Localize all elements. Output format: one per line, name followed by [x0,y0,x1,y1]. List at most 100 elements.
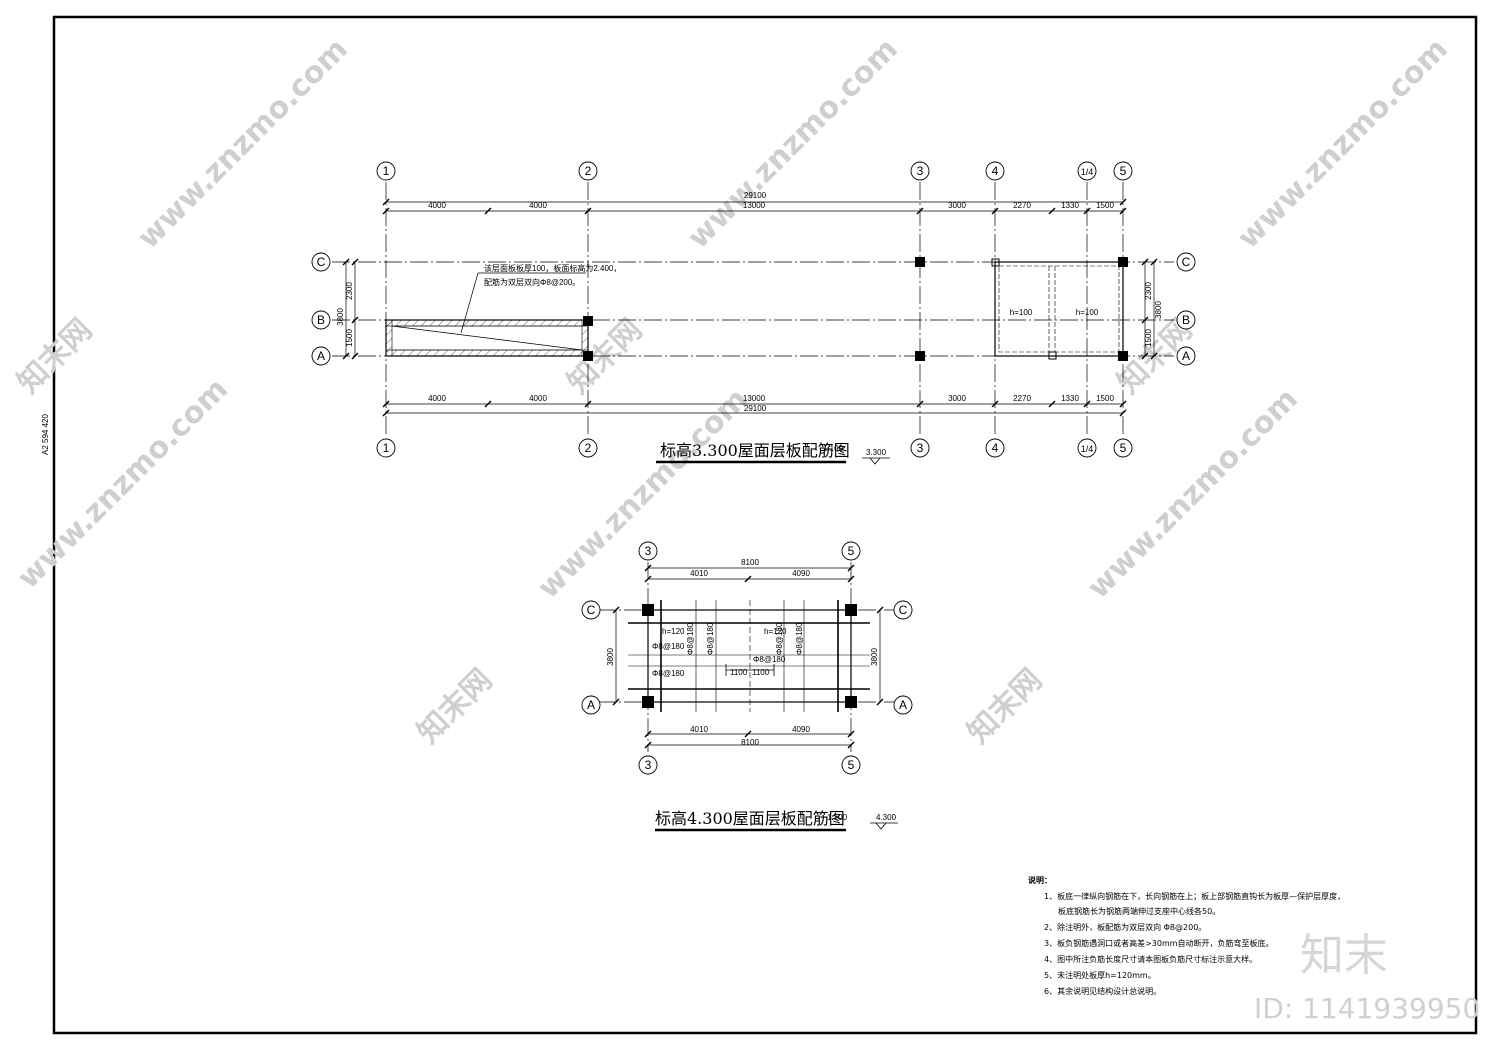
watermark-site: www.znzmo.com [1081,382,1305,606]
plan2-title: 标高4.300屋面层板配筋图 [655,809,845,828]
watermark-site: www.znzmo.com [531,382,755,606]
axis-label-1-4: 1/4 [1081,444,1094,454]
right-slab [991,258,1124,360]
plan1-total-dim-top: 29100 [744,191,767,200]
plan2-elevation: 4.300 [876,813,897,822]
plan1-vdim: 2300 [1144,282,1153,300]
plan1-span-dim: 1330 [1061,394,1079,403]
axis-label-3: 3 [917,164,924,178]
plan1-callout-line2: 配筋为双层双向Φ8@200。 [484,277,580,287]
axis-label-5: 5 [848,544,855,558]
design-notes: 说明： 1、板底一律纵向钢筋在下，长向钢筋在上；板上部钢筋直钩长为板厚—保护层厚… [1028,875,1345,996]
plan2-slab [628,600,870,712]
axis-label-B: B [1182,313,1190,327]
plan1-vdim: 2300 [345,282,354,300]
axis-label-5: 5 [1120,164,1127,178]
plan2-rebar-label: Φ8@180 [686,622,695,655]
watermark-site: www.znzmo.com [131,32,355,256]
plan2-rebar-label: Φ8@180 [775,622,784,655]
watermark-site: www.znzmo.com [681,32,905,256]
plan1-slab-label: h=100 [1010,308,1033,317]
axis-label-2: 2 [585,441,592,455]
axis-label-C: C [587,603,596,617]
plan1-span-dim: 1500 [1096,201,1114,210]
plan2-total-dim-bottom: 8100 [741,738,759,747]
sheet-size-label: A2 594 420 [41,414,50,455]
plan2-scale: 1:100 [827,813,848,822]
watermark-site: www.znzmo.com [11,372,235,596]
axis-label-A: A [317,349,325,363]
note-item: 5、未注明处板厚h=120mm。 [1044,970,1156,980]
note-item: 4、图中所注负筋长度尺寸请本图板负筋尺寸标注示意大样。 [1044,954,1257,964]
plan1-span-dim: 1330 [1061,201,1079,210]
notes-heading: 说明： [1028,875,1052,885]
plan1-span-dim: 1500 [1096,394,1114,403]
axis-label-C: C [317,255,326,269]
plan2-rebar-label: Φ8@180 [753,655,786,664]
note-item: 1、板底一律纵向钢筋在下，长向钢筋在上；板上部钢筋直钩长为板厚—保护层厚度， [1044,891,1345,901]
plan1-span-dim: 4000 [428,394,446,403]
watermark-layer: www.znzmo.com 知末网 www.znzmo.com 知末网 www.… [11,32,1455,751]
plan1-span-dim: 2270 [1013,201,1031,210]
plan1-scale: 1:100 [823,444,844,453]
plan1-title: 标高3.300屋面层板配筋图 [660,441,850,460]
watermark-logo: 知末 [1300,930,1388,981]
plan2-total-dim-top: 8100 [741,558,759,567]
plan1-slab-label: h=100 [1076,308,1099,317]
plan-3300: 29100 4000 4000 13000 3000 2270 1330 150… [311,161,1196,465]
left-slab [385,319,589,357]
note-item: 3、板负钢筋遇洞口或者高差>30mm自动断开，负筋弯至板底。 [1044,938,1274,948]
axis-label-3: 3 [917,441,924,455]
watermark-site: www.znzmo.com [1231,32,1455,256]
plan1-span-dim: 13000 [743,394,766,403]
note-item: 板底钢筋长为钢筋两端伸过支座中心线各50。 [1058,906,1220,916]
plan2-neg-dim: 1100 [730,668,748,677]
axis-label-3: 3 [645,544,652,558]
axis-label-1: 1 [383,441,390,455]
columns [583,257,1128,361]
note-item: 6、其余说明见结构设计总说明。 [1044,986,1161,996]
plan2-slab-label: h=120 [764,627,787,636]
plan1-vdim-total: 3800 [336,308,345,326]
plan1-span-dim: 4000 [428,201,446,210]
note-item: 2、除注明外，板配筋为双层双向 Φ8@200。 [1044,922,1206,932]
plan2-slab-label: h=120 [662,627,685,636]
plan2-span-dim: 4090 [792,569,810,578]
axis-label-A: A [587,698,595,712]
plan1-span-dim: 4000 [529,394,547,403]
plan2-rebar-label: Φ8@180 [795,622,804,655]
axis-label-C: C [899,603,908,617]
plan1-vdim: 1500 [1144,329,1153,347]
axis-label-1-4: 1/4 [1081,167,1094,177]
plan2-span-dim: 4010 [690,569,708,578]
plan-4300: 8100 4010 4090 4010 4090 8100 3800 3800 [581,541,913,832]
plan2-vdim: 3800 [606,648,615,666]
watermark-brand: 知末网 [411,662,499,750]
sheet-border [52,15,1478,1035]
plan1-span-dim: 13000 [743,201,766,210]
plan2-vdim: 3800 [870,648,879,666]
plan1-elevation: 3.300 [866,448,887,457]
watermark-brand: 知末网 [961,662,1049,750]
plan1-span-dim: 3000 [948,201,966,210]
plan1-callout-line1: 该层面板板厚100，板面标高为2.400， [484,263,621,273]
axis-label-A: A [899,698,907,712]
axis-label-A: A [1182,349,1190,363]
axis-label-5: 5 [848,758,855,772]
axis-label-3: 3 [645,758,652,772]
axis-label-5: 5 [1120,441,1127,455]
plan1-vdim-total: 3800 [1154,301,1163,319]
axis-label-2: 2 [585,164,592,178]
axis-label-4: 4 [992,164,999,178]
plan1-vdim: 1500 [345,329,354,347]
plan1-span-dim: 3000 [948,394,966,403]
axis-label-1: 1 [383,164,390,178]
plan2-span-dim: 4090 [792,725,810,734]
axis-label-4: 4 [992,441,999,455]
plan1-total-dim-bottom: 29100 [744,404,767,413]
plan2-rebar-label: Φ8@180 [652,669,685,678]
watermark-id: ID: 1141939950 [1254,992,1480,1025]
plan2-neg-dim: 1100 [752,668,770,677]
plan1-span-dim: 2270 [1013,394,1031,403]
